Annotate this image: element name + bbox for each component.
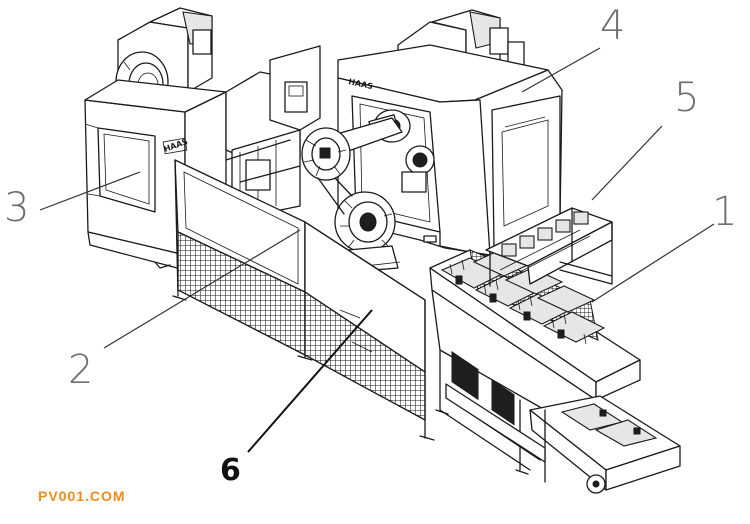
leader-lines — [39, 47, 715, 453]
callout-2: 2 — [68, 347, 94, 393]
lower-pallets — [560, 403, 658, 447]
callout-6: 6 — [220, 453, 241, 488]
safety-fence — [172, 159, 435, 441]
rack-items — [501, 211, 589, 257]
leader-5 — [591, 125, 663, 201]
callout-1: 1 — [712, 189, 738, 235]
leader-2 — [103, 229, 301, 349]
leader-3 — [39, 171, 141, 211]
callout-4: 4 — [600, 3, 626, 49]
part-storage-rack — [485, 207, 613, 287]
workpiece-fixtures — [440, 249, 606, 345]
leader-4 — [521, 47, 601, 93]
callout-3: 3 — [4, 185, 30, 231]
watermark-text: PV001.COM — [38, 488, 126, 504]
leader-6 — [247, 309, 373, 453]
callout-5: 5 — [674, 75, 700, 121]
pallet-conveyor — [429, 249, 681, 494]
leader-1 — [591, 223, 715, 303]
